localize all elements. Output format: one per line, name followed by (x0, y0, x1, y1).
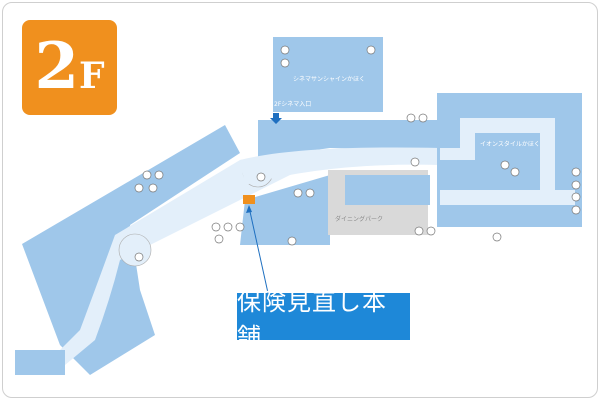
escalator-icon (500, 160, 510, 170)
escalator-icon (280, 45, 290, 55)
accessible-restroom-icon (305, 188, 315, 198)
plaza-west (118, 233, 152, 267)
baby-room-icon (492, 232, 502, 242)
escalator-icon (256, 172, 266, 182)
elevator-icon (426, 226, 436, 236)
stairs-icon (571, 205, 581, 215)
cinema-area (273, 37, 383, 112)
accessible-restroom-icon (154, 170, 164, 180)
restroom-icon (211, 222, 221, 232)
cinema-label: シネマサンシャインかほく (293, 76, 365, 83)
pointer-line (248, 206, 269, 294)
restroom-icon (571, 180, 581, 190)
pointer-arrowhead-icon (246, 205, 252, 213)
aeon-style-label: イオンスタイルかほく (480, 140, 540, 148)
elevator-icon (134, 183, 144, 193)
stairs-icon (414, 226, 424, 236)
stairs-icon (366, 45, 376, 55)
elevator-icon (280, 58, 290, 68)
store-aeon-south (437, 212, 582, 227)
stairs-icon (287, 236, 297, 246)
baby-room-icon (214, 234, 224, 244)
accessible-restroom-icon (571, 192, 581, 202)
floor-badge: 2 F (22, 20, 117, 115)
escalator-icon (410, 157, 420, 167)
main-corridor (240, 147, 440, 185)
floor-number: 2 (34, 29, 79, 104)
highlighted-store-marker[interactable] (243, 195, 255, 204)
facility-icons (134, 45, 581, 262)
elevator-icon (571, 167, 581, 177)
restroom-icon (142, 170, 152, 180)
cinema-entrance-label: 2Fシネマ入口 (274, 101, 311, 108)
floor-unit: F (78, 55, 105, 97)
restroom-icon (293, 188, 303, 198)
store-southwest (15, 350, 65, 375)
restroom-icon (406, 113, 416, 123)
aeon-corridor (440, 118, 575, 205)
accessible-restroom-icon (223, 222, 233, 232)
central-south-east-stores (345, 175, 430, 205)
accessible-restroom-icon (418, 113, 428, 123)
escalator-icon (134, 252, 144, 262)
stairs-icon (148, 183, 158, 193)
dining-park-label: ダイニングパーク (335, 215, 383, 223)
highlighted-store-label[interactable]: 保険見直し本舗 (237, 288, 410, 351)
entrance-arrow-icon (270, 113, 282, 124)
elevator-icon (235, 222, 245, 232)
stairs-icon (510, 167, 520, 177)
